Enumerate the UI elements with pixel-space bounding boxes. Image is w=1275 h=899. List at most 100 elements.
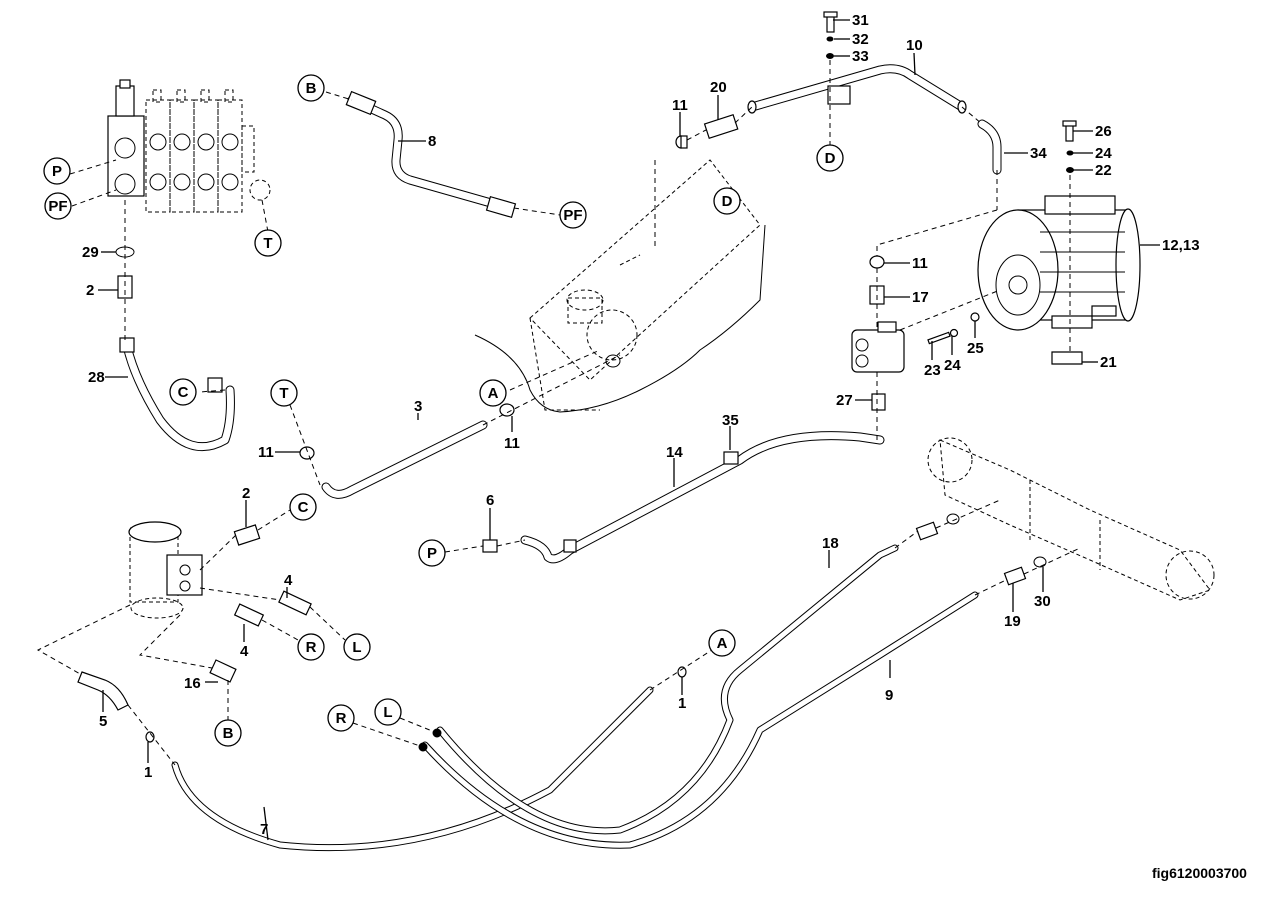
ref-L-2: L [374,698,402,726]
callout-31: 31 [852,12,869,29]
oring-30 [1033,556,1047,568]
washer-25 [970,312,980,322]
ref-PF-1: PF [559,201,587,229]
cap-1-left [145,731,155,743]
fitting-19 [1003,566,1027,586]
hose-7 [171,686,654,852]
washer-24 [949,328,959,338]
callout-2: 2 [86,282,94,299]
hose-9 [421,591,979,849]
ref-P-2: P [418,539,446,567]
ref-PF-2: PF [44,192,72,220]
leader-lines [98,19,1160,841]
callout-33: 33 [852,48,869,65]
callout-24: 24 [1095,145,1112,162]
ref-letter: D [825,150,836,167]
sleeve-20 [703,113,739,139]
figure-id: fig6120003700 [1152,865,1247,881]
ref-D-2: D [713,187,741,215]
ref-letter: PF [48,198,67,215]
fitting-2-steer [233,524,261,546]
washer-32 [826,36,834,42]
hose-28 [119,337,235,452]
ref-D-1: D [816,144,844,172]
steering-unit [128,521,203,619]
callout-20: 20 [710,79,727,96]
bolt-23 [927,331,951,345]
callout-6: 6 [486,492,494,509]
ref-A-1: A [479,379,507,407]
ref-B-2: B [214,719,242,747]
ref-P-1: P [43,157,71,185]
callout-16: 16 [184,675,201,692]
callout-35: 35 [722,412,739,429]
part-callouts: 31 32 33 10 20 11 34 26 24 22 12,13 11 1… [82,12,1200,838]
callout-32: 32 [852,31,869,48]
ref-C-1: C [169,378,197,406]
ref-T-2: T [270,379,298,407]
callout-26: 26 [1095,123,1112,140]
cap-1-right [677,666,687,678]
ref-letter: T [279,385,288,402]
washer-33 [826,53,834,59]
hydraulic-tank [474,159,766,413]
ref-A-2: A [708,629,736,657]
callout-2: 2 [242,485,250,502]
callout-25: 25 [967,340,984,357]
callout-29: 29 [82,244,99,261]
cap-11-top [675,135,688,149]
washer-24-top [1066,150,1074,156]
cap-11-a [499,403,515,417]
callout-3: 3 [414,398,422,415]
callout-22: 22 [1095,162,1112,179]
callout-12-13: 12,13 [1162,237,1200,254]
callout-30: 30 [1034,593,1051,610]
control-valve [107,79,271,213]
callout-21: 21 [1100,354,1117,371]
ref-letter: D [722,193,733,210]
cap-11-motor [869,255,885,269]
ref-letter: L [383,704,392,721]
ref-R-1: R [297,633,325,661]
callout-9: 9 [885,687,893,704]
callout-11: 11 [672,97,688,114]
ref-letter: B [223,725,234,742]
hose-3 [321,420,488,499]
callout-4: 4 [240,643,249,660]
steer-axle [927,437,1215,601]
hose-8 [345,90,517,219]
callout-18: 18 [822,535,839,552]
ref-L-1: L [343,633,371,661]
callout-5: 5 [99,713,107,730]
callout-11: 11 [504,435,520,452]
elbow-16 [209,659,237,683]
callout-28: 28 [88,369,105,386]
connection-lines [36,60,1081,766]
gear-pump [851,321,905,373]
hose-14 [520,431,885,564]
oring-axle-top [946,513,960,525]
ref-letter: C [178,384,189,401]
ref-T-1: T [254,229,282,257]
washer-22 [1066,167,1074,173]
fitting-4-a [278,590,312,616]
ref-letter: P [427,545,437,562]
hose-34 [977,119,1002,175]
ref-letter: P [52,163,62,180]
callout-24: 24 [944,357,961,374]
ref-letter: R [306,639,317,656]
ref-letter: L [352,639,361,656]
shim-21 [1051,351,1083,365]
ref-R-2: R [327,704,355,732]
fitting-axle-top [915,521,939,541]
callout-8: 8 [428,133,436,150]
bolt-26 [1062,120,1077,142]
callout-17: 17 [912,289,929,306]
hose-18 [436,544,899,835]
callout-1: 1 [144,764,152,781]
fitting-6 [482,539,498,553]
fitting-27 [871,393,886,411]
ref-letter: R [336,710,347,727]
electric-motor [977,195,1141,331]
